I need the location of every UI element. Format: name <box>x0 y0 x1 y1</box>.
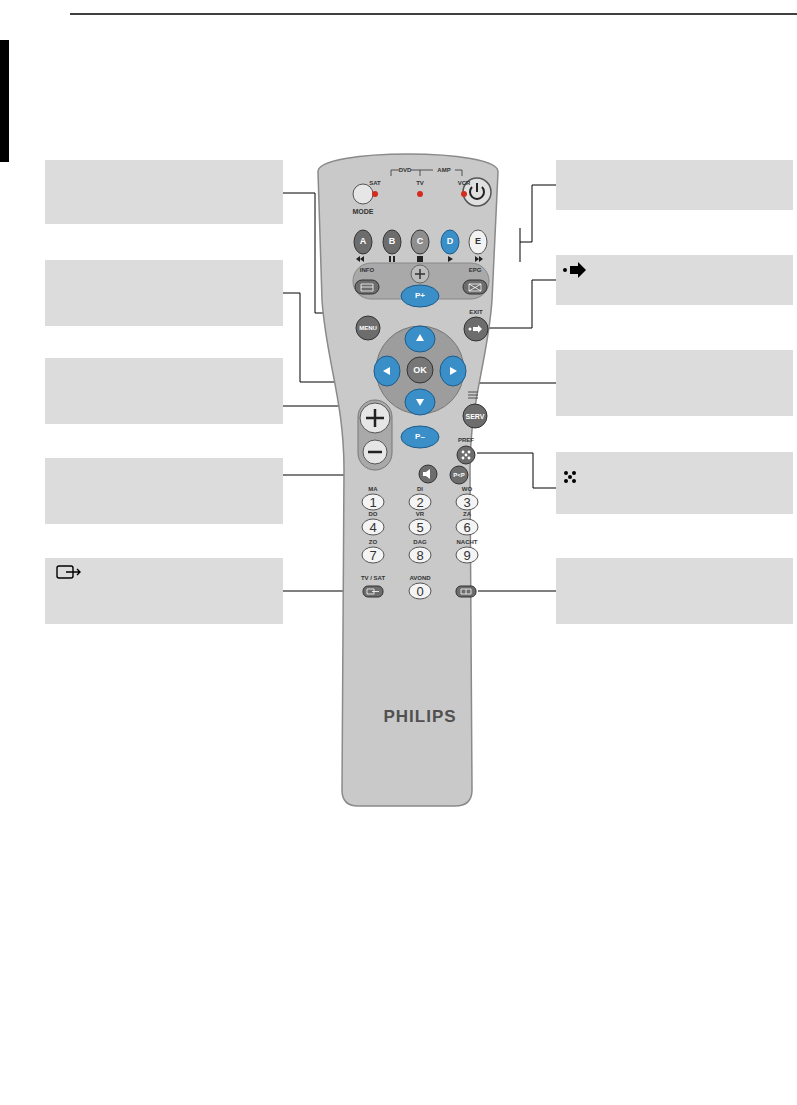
key-label: P<P <box>453 472 465 478</box>
key-label: OK <box>413 366 427 375</box>
preset-label: ZO <box>369 539 377 545</box>
preset-label: DI <box>417 486 423 492</box>
key-label: SERV <box>466 413 485 420</box>
preset-label: VR <box>416 511 424 517</box>
preset-label: NACHT <box>457 539 478 545</box>
mode-label: SAT <box>369 180 381 186</box>
mode-label: VCR <box>458 180 471 186</box>
key-number: 4 <box>369 521 376 534</box>
button-label: PREF <box>458 437 474 443</box>
preset-label: ZA <box>463 511 471 517</box>
key-letter: E <box>475 237 481 246</box>
button-label: EPG <box>469 267 482 273</box>
preset-label: WO <box>462 486 472 492</box>
key-number: 0 <box>416 585 423 598</box>
key-letter: C <box>417 237 424 246</box>
key-label: MENU <box>359 325 377 331</box>
preset-label: DAG <box>413 539 426 545</box>
button-label: TV / SAT <box>361 575 385 581</box>
key-number: 5 <box>416 521 423 534</box>
key-label: P– <box>415 433 425 441</box>
button-label: INFO <box>360 267 374 273</box>
key-letter: B <box>389 237 396 246</box>
key-number: 1 <box>369 496 376 509</box>
key-number: 9 <box>463 549 470 562</box>
preset-label: MA <box>368 486 377 492</box>
preset-label: DO <box>369 511 378 517</box>
key-letter: A <box>360 237 367 246</box>
key-number: 3 <box>463 496 470 509</box>
key-number: 7 <box>369 549 376 562</box>
key-label: P+ <box>415 292 425 300</box>
mode-group-label: DVD <box>399 167 412 173</box>
button-label: MODE <box>353 208 374 215</box>
preset-label: AVOND <box>409 575 430 581</box>
mode-label: TV <box>416 180 424 186</box>
key-letter: D <box>447 237 454 246</box>
key-number: 6 <box>463 521 470 534</box>
button-label: EXIT <box>469 309 482 315</box>
mode-group-label: AMP <box>437 167 450 173</box>
key-number: 8 <box>416 549 423 562</box>
brand-logo: PHILIPS <box>383 708 456 725</box>
key-number: 2 <box>416 496 423 509</box>
